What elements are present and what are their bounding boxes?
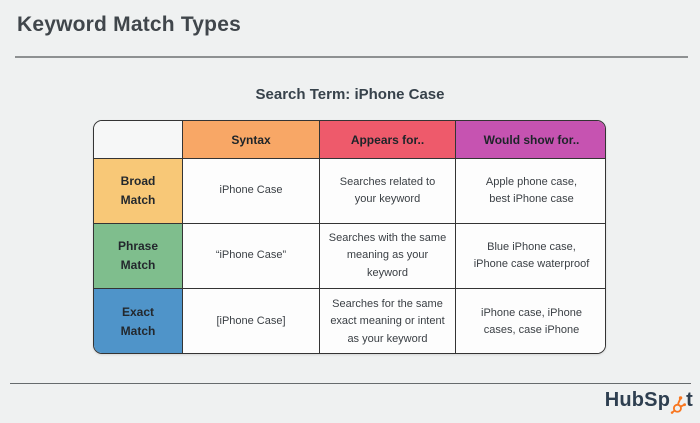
top-divider <box>15 56 688 58</box>
row-label-phrase-match: Phrase Match <box>94 224 183 289</box>
keyword-match-types-table: Syntax Appears for.. Would show for.. Br… <box>93 120 606 354</box>
broad-match-syntax-cell: iPhone Case <box>183 159 320 224</box>
column-header-appears-for: Appears for.. <box>320 121 456 159</box>
hubspot-logo: HubSp t <box>604 389 693 414</box>
broad-match-would-show-for-cell: Apple phone case, best iPhone case <box>456 159 605 224</box>
bottom-divider <box>10 383 691 384</box>
hubspot-logo-text-prefix: HubSp <box>604 389 671 411</box>
broad-match-appears-for-cell: Searches related to your keyword <box>320 159 456 224</box>
row-label-broad-match: Broad Match <box>94 159 183 224</box>
phrase-match-would-show-for-cell: Blue iPhone case, iPhone case waterproof <box>456 224 605 289</box>
page-title: Keyword Match Types <box>17 13 241 36</box>
column-header-empty <box>94 121 183 159</box>
hubspot-logo-text-suffix: t <box>686 389 693 411</box>
hubspot-sprocket-icon <box>670 396 687 414</box>
row-label-exact-match: Exact Match <box>94 289 183 353</box>
exact-match-syntax-cell: [iPhone Case] <box>183 289 320 353</box>
exact-match-appears-for-cell: Searches for the same exact meaning or i… <box>320 289 456 353</box>
exact-match-would-show-for-cell: iPhone case, iPhone cases, case iPhone <box>456 289 605 353</box>
phrase-match-syntax-cell: “iPhone Case” <box>183 224 320 289</box>
column-header-would-show-for: Would show for.. <box>456 121 605 159</box>
phrase-match-appears-for-cell: Searches with the same meaning as your k… <box>320 224 456 289</box>
search-term-subtitle: Search Term: iPhone Case <box>255 86 445 103</box>
column-header-syntax: Syntax <box>183 121 320 159</box>
